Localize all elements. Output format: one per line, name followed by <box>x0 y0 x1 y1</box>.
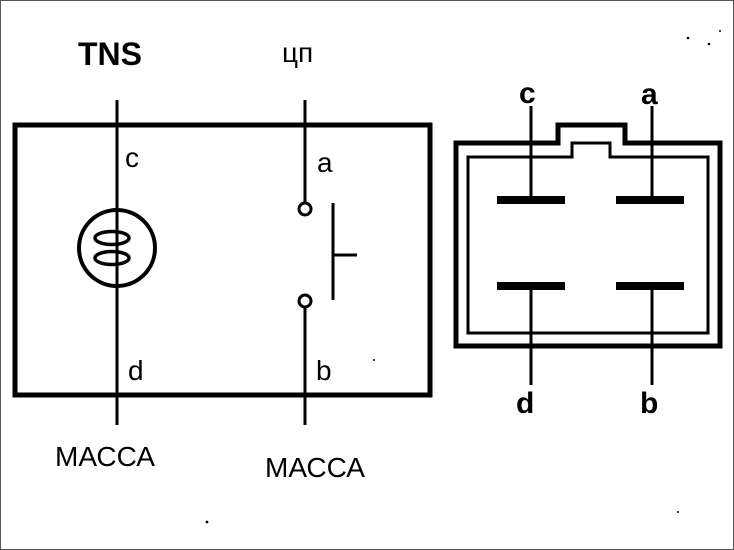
module-box <box>12 122 433 398</box>
connector-blade-d <box>497 282 565 290</box>
lamp-terminal-label: TNS <box>78 36 142 72</box>
pin-d-label: d <box>128 355 144 386</box>
connector-pin-c-label: c <box>519 77 536 110</box>
connector-pin-b-label: b <box>640 387 658 420</box>
switch-icon <box>297 201 357 309</box>
scan-specks <box>205 30 721 524</box>
switch-terminal-label: цп <box>282 37 313 68</box>
pin-a-label: a <box>317 147 333 178</box>
ground-label-right: МАССА <box>265 452 365 483</box>
connector-housing <box>453 122 723 349</box>
ground-label-left: МАССА <box>55 441 155 472</box>
connector-inner-outline <box>466 141 710 335</box>
pin-b-label: b <box>316 355 332 386</box>
connector-blade-b <box>616 282 684 290</box>
connector-pin-d-label: d <box>516 387 534 420</box>
lamp-icon <box>77 208 157 288</box>
schematic: TNS цп c d a b МАССА МА <box>12 36 433 483</box>
pin-c-label: c <box>125 142 139 173</box>
connector-blade-c <box>497 196 565 204</box>
connector-blade-a <box>616 196 684 204</box>
connector: c a d b <box>453 77 723 420</box>
connector-pin-a-label: a <box>641 78 658 111</box>
